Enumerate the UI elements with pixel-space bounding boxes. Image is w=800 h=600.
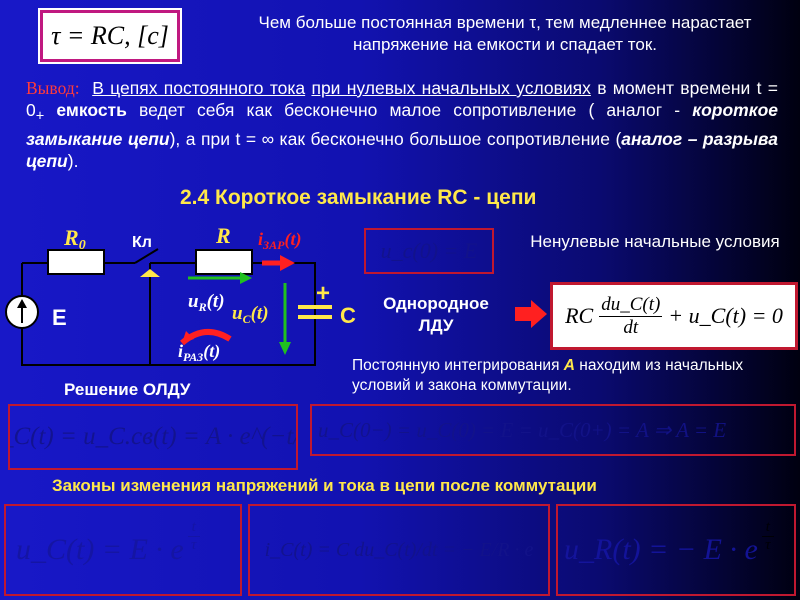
voltage-source-icon <box>5 295 39 329</box>
solution-label-text: Решение ОЛДУ <box>64 380 191 399</box>
law1-exponent: t τ <box>187 518 200 554</box>
conclusion-label: Вывод: <box>26 78 80 98</box>
solution-label: Решение ОЛДУ <box>64 380 191 400</box>
integration-constant-formula: u_C(0−) = u_C(0) = E = u_C(0+) = A ⇒ A =… <box>310 404 796 456</box>
law-capacitor-voltage: u_C(t) = E · e t τ <box>4 504 242 596</box>
law1-exp-den: τ <box>191 536 197 553</box>
conclusion-part1: В цепях постоянного тока <box>92 78 306 98</box>
initial-condition-formula-text: u_c(0) = E <box>380 238 478 263</box>
integration-constant-text: Постоянную интегрирования A находим из н… <box>352 356 762 396</box>
integration-constant-formula-text: u_C(0−) = u_C(0) = E = u_C(0+) = A ⇒ A =… <box>318 417 727 442</box>
rc-circuit-diagram: R0 Кл R iЗАР(t) uR(t) uC(t) + C E iРАЗ(t… <box>5 223 356 366</box>
laws-title-text: Законы изменения напряжений и тока в цеп… <box>52 476 597 495</box>
law3-exponent: t τ <box>761 518 774 554</box>
section-title-text: 2.4 Короткое замыкание RC - цепи <box>180 186 537 209</box>
solution-formula-text: u_C(t) = u_C.св(t) = A · e^(−t/τ) <box>10 423 296 450</box>
time-constant-formula-text: τ = RC, [c] <box>51 21 169 50</box>
label-c: C <box>340 303 356 328</box>
nonzero-conditions-label: Ненулевые начальные условия <box>530 231 780 253</box>
label-ur: uR(t) <box>188 291 225 314</box>
ldu-fraction-bar <box>599 315 663 317</box>
time-constant-formula: τ = RC, [c] <box>38 8 182 64</box>
switch-icon <box>134 248 160 285</box>
ldu-rc: RC <box>565 303 594 328</box>
law1-lhs: u_C(t) = E · e <box>16 533 184 566</box>
conclusion-part5: ведет себя как бесконечно малое сопротив… <box>126 100 693 120</box>
label-plus: + <box>316 280 330 307</box>
law3-exp-bar <box>761 535 774 537</box>
resistor-r <box>195 249 253 275</box>
law2-text: i_C(t) = C du_C(t)/dt = − E/R · e <box>264 538 534 561</box>
const-a: A <box>563 357 575 374</box>
solution-formula: u_C(t) = u_C.св(t) = A · e^(−t/τ) <box>8 404 298 470</box>
conclusion-part9: ). <box>67 150 79 171</box>
law-capacitor-current: i_C(t) = C du_C(t)/dt = − E/R · e <box>248 504 550 596</box>
label-izar: iЗАР(t) <box>258 229 301 252</box>
ldu-denominator: dt <box>623 316 639 338</box>
conclusion-part2: при нулевых начальных условиях <box>311 78 591 98</box>
ldu-formula: RC du_C(t) dt + u_C(t) = 0 <box>550 282 798 350</box>
resistor-r0 <box>47 249 105 275</box>
initial-condition-formula: u_c(0) = E <box>364 228 494 274</box>
label-r: R <box>215 223 231 248</box>
ldu-label: Однородное ЛДУ <box>366 293 506 337</box>
voltage-uc-arrow <box>279 283 291 355</box>
law1-exp-bar <box>187 535 200 537</box>
ldu-fraction: du_C(t) dt <box>599 293 663 339</box>
current-iraz-arrow <box>180 329 232 346</box>
ldu-numerator: du_C(t) <box>601 293 661 315</box>
label-e: E <box>52 305 67 330</box>
nonzero-conditions-text: Ненулевые начальные условия <box>530 232 780 251</box>
time-constant-note: Чем больше постоянная времени τ, тем мед… <box>225 12 785 56</box>
capacitor-c <box>298 305 332 319</box>
ldu-label-text: Однородное ЛДУ <box>383 294 489 335</box>
conclusion-part4: емкость <box>44 100 127 120</box>
current-izar-arrow <box>262 255 295 271</box>
law3-lhs: u_R(t) = − E · e <box>564 533 758 566</box>
voltage-ur-arrow <box>188 272 252 284</box>
section-title: 2.4 Короткое замыкание RC - цепи <box>180 186 536 210</box>
conclusion-part8: аналог – разрыва цепи <box>26 128 778 171</box>
laws-title: Законы изменения напряжений и тока в цеп… <box>52 476 597 496</box>
law1-exp-num: t <box>191 518 196 535</box>
conclusion-part3: в момент времени t = 0 <box>26 78 778 120</box>
conclusion-paragraph: Вывод: В цепях постоянного тока при нуле… <box>26 77 778 172</box>
conclusion-part6: короткое замыкание цепи <box>26 100 778 149</box>
label-r0: R0 <box>63 225 86 253</box>
ldu-rest: + u_C(t) = 0 <box>668 303 783 328</box>
law3-exp-num: t <box>765 518 770 535</box>
const-before: Постоянную интегрирования <box>352 357 564 374</box>
conclusion-sub: + <box>35 108 45 125</box>
law-resistor-voltage: u_R(t) = − E · e t τ <box>556 504 796 596</box>
conclusion-part7: ), а при t = ∞ как бесконечно большое со… <box>169 128 622 149</box>
label-switch: Кл <box>132 234 152 251</box>
arrow-right-icon <box>515 300 547 328</box>
time-constant-note-text: Чем больше постоянная времени τ, тем мед… <box>258 13 752 54</box>
label-iraz: iРАЗ(t) <box>178 341 220 364</box>
label-uc: uC(t) <box>232 303 269 326</box>
const-after: находим из начальных условий и закона ко… <box>352 357 744 394</box>
law3-exp-den: τ <box>765 536 771 553</box>
